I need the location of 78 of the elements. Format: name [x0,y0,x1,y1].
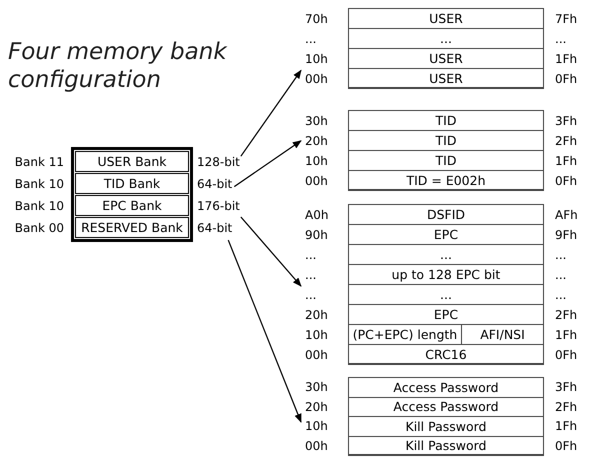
bank-number: Bank 11 [14,154,64,171]
bank-size: 128-bit [197,154,240,171]
end-address: 9Fh [555,227,578,244]
field-name: Access Password [393,380,499,395]
start-address: 10h [305,418,328,435]
end-address: 3Fh [555,113,578,130]
field-name: ... [440,31,452,46]
end-address: 2Fh [555,133,578,150]
end-address: AFh [555,207,578,224]
field-name: TID [436,133,456,148]
arrow [234,140,302,188]
end-address: 3Fh [555,379,578,396]
start-address: A0h [305,207,328,224]
end-address: 2Fh [555,398,578,416]
field-name: EPC [434,227,458,242]
start-address: 10h [305,51,328,68]
field-name: Kill Password [406,438,486,453]
end-address: 0Fh [555,71,578,88]
end-address: ... [555,31,566,48]
end-address: 0Fh [555,347,578,364]
field-name: CRC16 [425,346,467,362]
start-address: 70h [305,11,328,28]
field-name: Access Password [393,399,499,414]
end-address: 1Fh [555,327,578,344]
start-address: 00h [305,347,328,364]
start-address: 30h [305,113,328,130]
bank-name: EPC Bank [102,198,162,213]
start-address: 10h [305,327,328,344]
field-name: TID [436,113,456,128]
bank-name: TID Bank [104,176,160,191]
start-address: ... [305,31,316,48]
bank-name: USER Bank [97,154,167,169]
field-name: ... [440,247,452,262]
field-name: Kill Password [406,418,486,434]
bank-size: 64-bit [197,220,232,237]
end-address: ... [555,287,566,304]
start-address: 90h [305,227,328,244]
start-address: 30h [305,379,328,396]
field-name: DSFID [426,207,466,222]
field-name: (PC+EPC) length [352,327,458,342]
arrow [228,240,302,423]
start-address: 20h [305,398,328,416]
field-name: TID [436,153,456,168]
bank-number: Bank 10 [14,176,64,193]
field-name: AFI/NSI [480,327,525,342]
start-address: ... [305,287,316,304]
start-address: 20h [305,133,328,150]
end-address: 2Fh [555,307,578,324]
field-name: USER [429,51,463,66]
field-name: USER [429,11,463,26]
bank-size: 176-bit [197,198,240,215]
start-address: 10h [305,153,328,170]
end-address: 1Fh [555,153,578,170]
end-address: 1Fh [555,418,578,435]
start-address: 20h [305,307,328,324]
bank-number: Bank 00 [14,220,64,237]
bank-name: RESERVED Bank [81,220,183,235]
end-address: 7Fh [555,11,578,28]
end-address: ... [555,267,566,284]
field-name: TID = E002h [406,172,486,188]
bank-number: Bank 10 [14,198,64,215]
field-name: ... [440,287,452,302]
end-address: 0Fh [555,173,578,190]
bank-size: 64-bit [197,176,232,193]
start-address: 00h [305,438,328,454]
end-address: 0Fh [555,438,578,454]
end-address: ... [555,247,566,264]
end-address: 1Fh [555,51,578,68]
start-address: ... [305,247,316,264]
arrow [240,70,302,157]
start-address: 00h [305,173,328,190]
field-name: EPC [434,307,458,322]
diagram-title: Four memory bank configuration [8,38,228,94]
start-address: 00h [305,71,328,88]
start-address: ... [305,267,316,284]
arrow [240,216,302,287]
field-name: USER [429,70,463,86]
field-name: up to 128 EPC bit [392,267,500,282]
